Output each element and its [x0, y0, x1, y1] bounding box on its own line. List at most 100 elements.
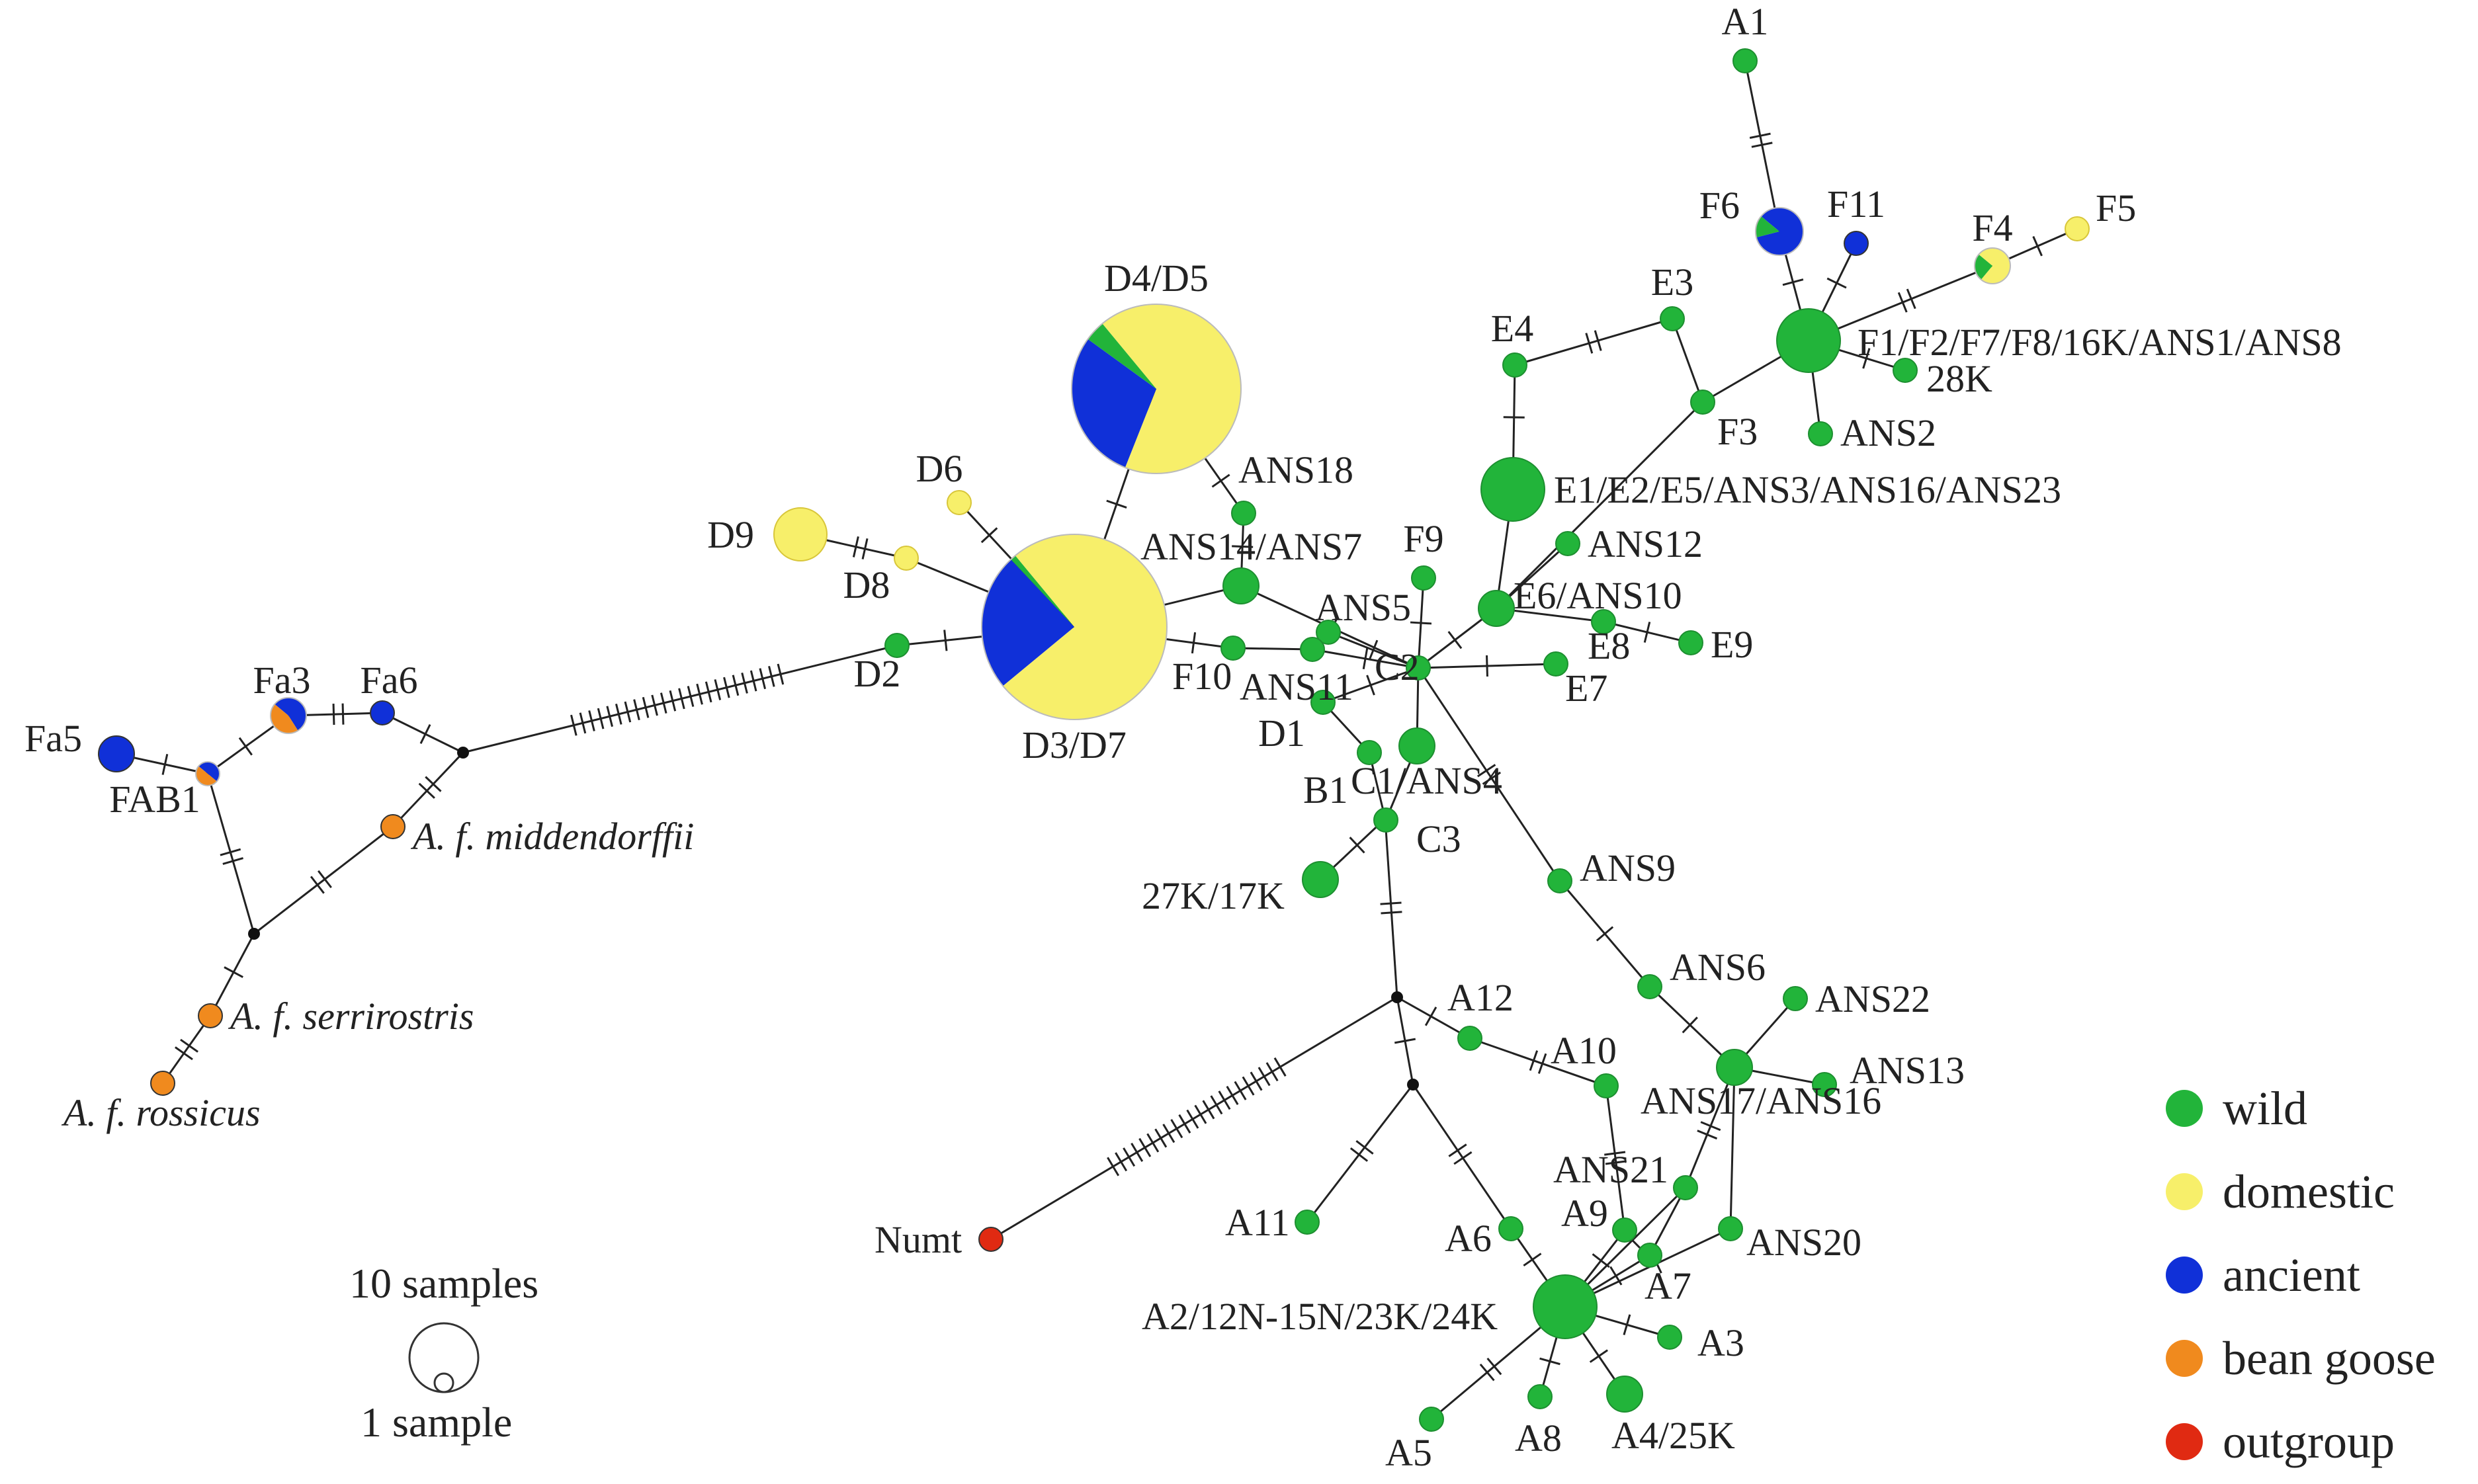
- label-Mid: A. f. middendorffii: [410, 815, 694, 858]
- mutation-tick: [419, 723, 431, 745]
- label-A1: A1: [1722, 0, 1769, 43]
- mutation-tick: [1349, 1147, 1369, 1162]
- mutation-tick: [1194, 1104, 1207, 1124]
- edge-m5-A11: [1306, 1084, 1414, 1223]
- mutation-tick: [1131, 1142, 1144, 1162]
- edge-A1-F6: [1744, 60, 1781, 232]
- label-ANS12: ANS12: [1588, 522, 1703, 565]
- pie-slice-wild: [1498, 1216, 1523, 1241]
- mutation-tick: [570, 714, 577, 736]
- mutation-tick: [1523, 1253, 1542, 1267]
- pie-slice-wild: [1527, 1384, 1553, 1409]
- haplotype-ANS13: [1812, 1072, 1837, 1097]
- pie-slice-wild: [1502, 352, 1527, 378]
- haplotype-ANS22: [1783, 986, 1808, 1011]
- mutation-tick: [1211, 474, 1230, 488]
- label-D6: D6: [916, 447, 963, 490]
- mutation-tick: [1186, 1109, 1199, 1129]
- pie-slice-domestic: [1979, 248, 2011, 284]
- label-ANS21: ANS21: [1553, 1148, 1668, 1191]
- mutation-tick: [1380, 901, 1402, 905]
- pie-slice-domestic: [2065, 216, 2090, 241]
- pie-slice-wild: [1812, 1072, 1837, 1097]
- mutation-tick: [1749, 132, 1771, 139]
- haplotype-FAB1: [195, 761, 220, 786]
- mutation-tick: [1539, 1357, 1560, 1366]
- label-ANS9: ANS9: [1580, 846, 1676, 889]
- pie-slice-ancient: [98, 735, 135, 772]
- pie-slice-ancient: [1071, 339, 1156, 468]
- mutation-tick: [1191, 632, 1197, 654]
- label-ANS17: ANS17/ANS16: [1641, 1079, 1881, 1122]
- haplotype-E8: [1591, 609, 1616, 634]
- label-F6: F6: [1699, 184, 1740, 227]
- pie-slice-wild: [1637, 1243, 1662, 1268]
- haplotype-E7: [1543, 651, 1568, 677]
- label-E6: E6/ANS10: [1514, 574, 1682, 617]
- haplotype-Mid: [380, 814, 406, 839]
- edge-FAB1-m4: [206, 773, 255, 934]
- haplotype-ANS14: [1222, 567, 1260, 604]
- legend-swatch-wild: [2166, 1090, 2203, 1127]
- haplotype-F4: [1974, 247, 2011, 284]
- haplotype-E3: [1660, 306, 1685, 331]
- median-vector-m4: [248, 928, 260, 940]
- mutation-tick: [1585, 333, 1594, 354]
- edge-F3-E3: [1671, 318, 1704, 403]
- haplotype-C1: [1398, 727, 1435, 764]
- pie-slice-bean_goose: [380, 814, 406, 839]
- pie-slice-domestic: [773, 507, 828, 561]
- pie-slice-wild: [1478, 590, 1515, 627]
- label-28K: 28K: [1926, 357, 1992, 400]
- mutation-tick: [161, 754, 169, 775]
- haplotype-A7: [1637, 1243, 1662, 1268]
- mutation-tick: [705, 681, 712, 703]
- mutation-tick: [332, 704, 335, 725]
- mutation-tick: [1232, 545, 1254, 548]
- pie-slice-wild: [1457, 1026, 1482, 1051]
- edge-m4-Mid: [253, 825, 394, 935]
- pie-slice-domestic: [1102, 304, 1241, 474]
- pie-slice-wild: [1011, 556, 1074, 627]
- mutation-tick: [714, 679, 722, 700]
- mutation-tick: [180, 1038, 198, 1053]
- edge-ANS17-ANS21: [1684, 1067, 1736, 1188]
- pie-slice-wild: [1300, 637, 1325, 662]
- haplotype-Ros: [150, 1071, 175, 1096]
- label-D1: D1: [1258, 712, 1305, 755]
- label-ANS14: ANS14/ANS7: [1140, 525, 1362, 568]
- label-A2: A2/12N-15N/23K/24K: [1142, 1295, 1498, 1338]
- mutation-tick: [1594, 330, 1602, 351]
- mutation-tick: [418, 782, 435, 799]
- pie-slice-wild: [1231, 501, 1256, 526]
- mutation-tick: [759, 668, 767, 690]
- pie-slice-wild: [1543, 651, 1568, 677]
- pie-outline: [1071, 304, 1242, 474]
- pie-slice-wild: [1594, 1073, 1619, 1098]
- mutation-tick: [1503, 416, 1525, 419]
- haplotype-D1: [1310, 690, 1336, 715]
- pie-slice-wild: [1480, 457, 1545, 522]
- edge-m2-A12: [1396, 996, 1471, 1040]
- label-E9: E9: [1711, 623, 1753, 666]
- mutation-tick: [1107, 1157, 1120, 1176]
- mutation-tick: [1273, 1057, 1287, 1077]
- pie-slice-wild: [1690, 390, 1715, 415]
- mutation-tick: [1154, 1128, 1168, 1148]
- mutation-tick: [1202, 1100, 1215, 1120]
- label-A7: A7: [1645, 1264, 1691, 1307]
- pie-slice-domestic: [1003, 534, 1167, 720]
- mutation-tick: [1700, 1121, 1721, 1132]
- mutation-tick: [943, 630, 948, 651]
- network-nodes: [98, 48, 2090, 1432]
- scale-small-circle: [433, 1372, 454, 1393]
- mutation-tick: [1604, 1151, 1626, 1156]
- pie-slice-outgroup: [978, 1227, 1004, 1252]
- pie-slice-bean_goose: [198, 1003, 223, 1028]
- mutation-tick: [1210, 1095, 1223, 1115]
- pie-slice-wild: [1673, 1175, 1698, 1200]
- mutation-tick: [597, 708, 605, 729]
- mutation-tick: [1826, 277, 1847, 289]
- pie-slice-wild: [1406, 655, 1431, 680]
